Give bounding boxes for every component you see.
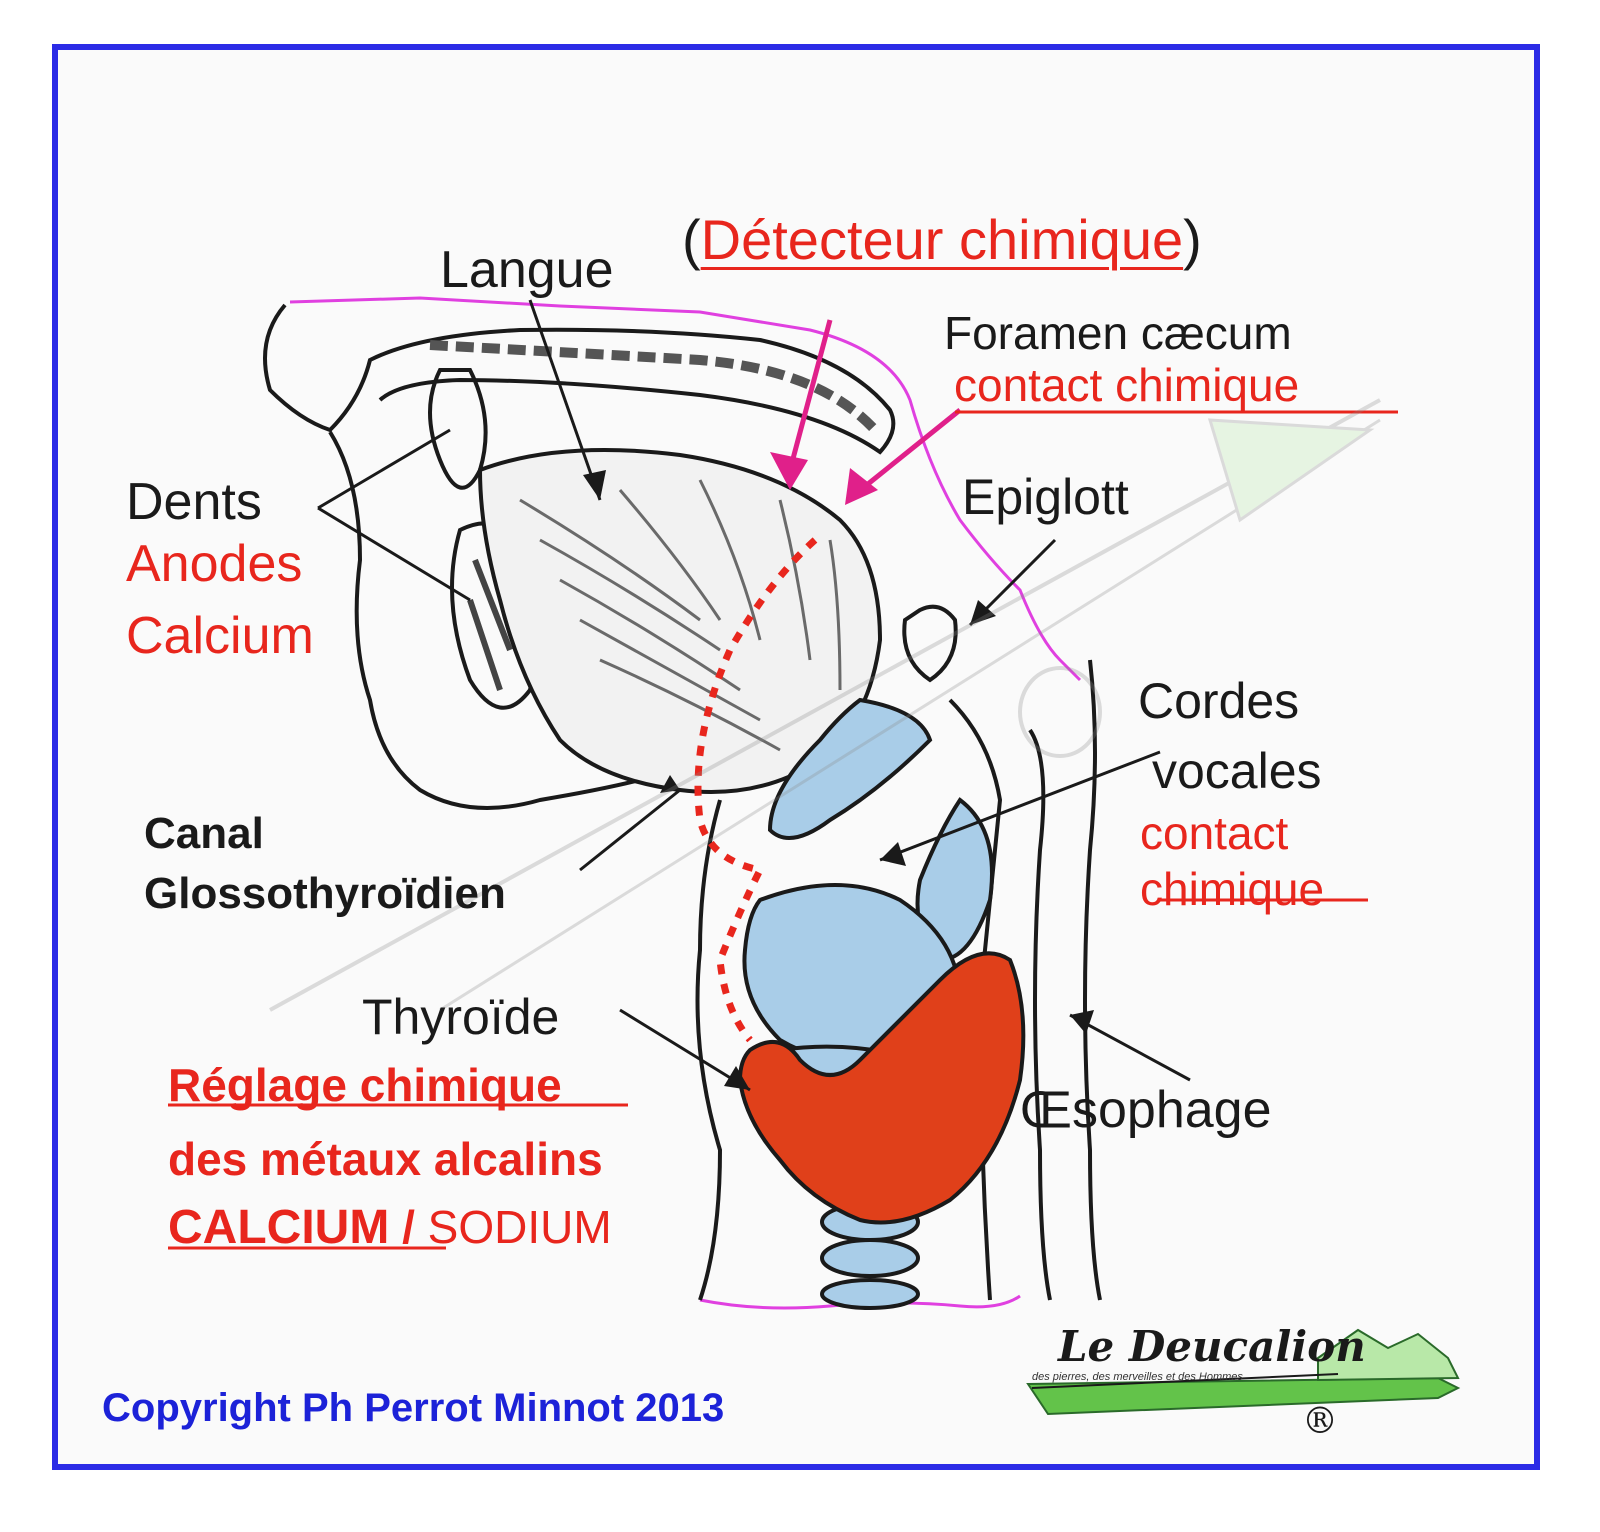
trachea-ring-2: [820, 1238, 920, 1278]
label-canal: Canal: [144, 809, 264, 858]
larynx-wall: [948, 698, 1003, 1301]
label-reglage-calcium: CALCIUM: [168, 1201, 390, 1254]
deucalion-logo: [1026, 1328, 1461, 1416]
throat-front: [695, 799, 723, 1301]
label-glossothyroidien: Glossothyroïdien: [144, 869, 506, 918]
title-detecteur-chimique: Détecteur chimique: [700, 208, 1184, 271]
red-underlines: [168, 898, 1368, 1250]
label-oesophage: Œsophage: [1020, 1081, 1272, 1139]
title-close-paren: ): [1183, 208, 1202, 271]
spine-wall: [1083, 659, 1102, 1301]
registered-mark: ®: [1302, 1401, 1338, 1442]
thyroid-gland: [737, 951, 1026, 1225]
label-vocales: vocales: [1152, 743, 1322, 799]
label-cordes-contact: contact: [1140, 807, 1289, 859]
label-langue: Langue: [440, 241, 614, 299]
label-reglage-line3: CALCIUM / SODIUM: [168, 1204, 612, 1252]
label-reglage-sodium: SODIUM: [427, 1201, 612, 1253]
trachea-ring-3: [820, 1278, 920, 1310]
copyright-text: Copyright Ph Perrot Minnot 2013: [102, 1386, 725, 1430]
label-thyroide: Thyroïde: [362, 989, 560, 1045]
label-calcium: Calcium: [126, 607, 314, 665]
label-dents: Dents: [126, 473, 262, 531]
epiglottis: [902, 604, 958, 683]
palate: [263, 303, 896, 455]
magenta-arrowheads: [770, 452, 878, 505]
magenta-arrows: [787, 319, 962, 494]
arrowheads: [583, 470, 1094, 1090]
outline-profile: [289, 296, 1082, 682]
upper-tooth: [428, 368, 488, 490]
title: (Détecteur chimique): [682, 212, 1202, 268]
hyoid-cartilage: [767, 697, 933, 840]
label-cordes: Cordes: [1138, 673, 1300, 729]
label-reglage-line2: des métaux alcalins: [168, 1133, 603, 1185]
label-epiglotte: Epiglott: [962, 469, 1129, 525]
logo-name: Le Deucalion: [1058, 1322, 1366, 1371]
oesophagus-wall: [1028, 728, 1052, 1301]
label-reglage-line1: Réglage chimique: [168, 1059, 562, 1111]
label-cordes-chimique: chimique: [1140, 863, 1325, 915]
logo-tagline: des pierres, des merveilles et des Homme…: [1032, 1371, 1243, 1383]
label-foramen-caecum: Foramen cæcum: [944, 307, 1292, 359]
label-foramen-contact: contact chimique: [954, 359, 1300, 411]
tongue-striations: [519, 479, 842, 752]
watermark: [269, 398, 1381, 1012]
palate-inner: [429, 340, 879, 434]
chin: [328, 430, 641, 810]
title-open-paren: (: [682, 208, 701, 271]
label-reglage-sep: /: [389, 1201, 428, 1253]
label-anodes: Anodes: [126, 535, 303, 593]
